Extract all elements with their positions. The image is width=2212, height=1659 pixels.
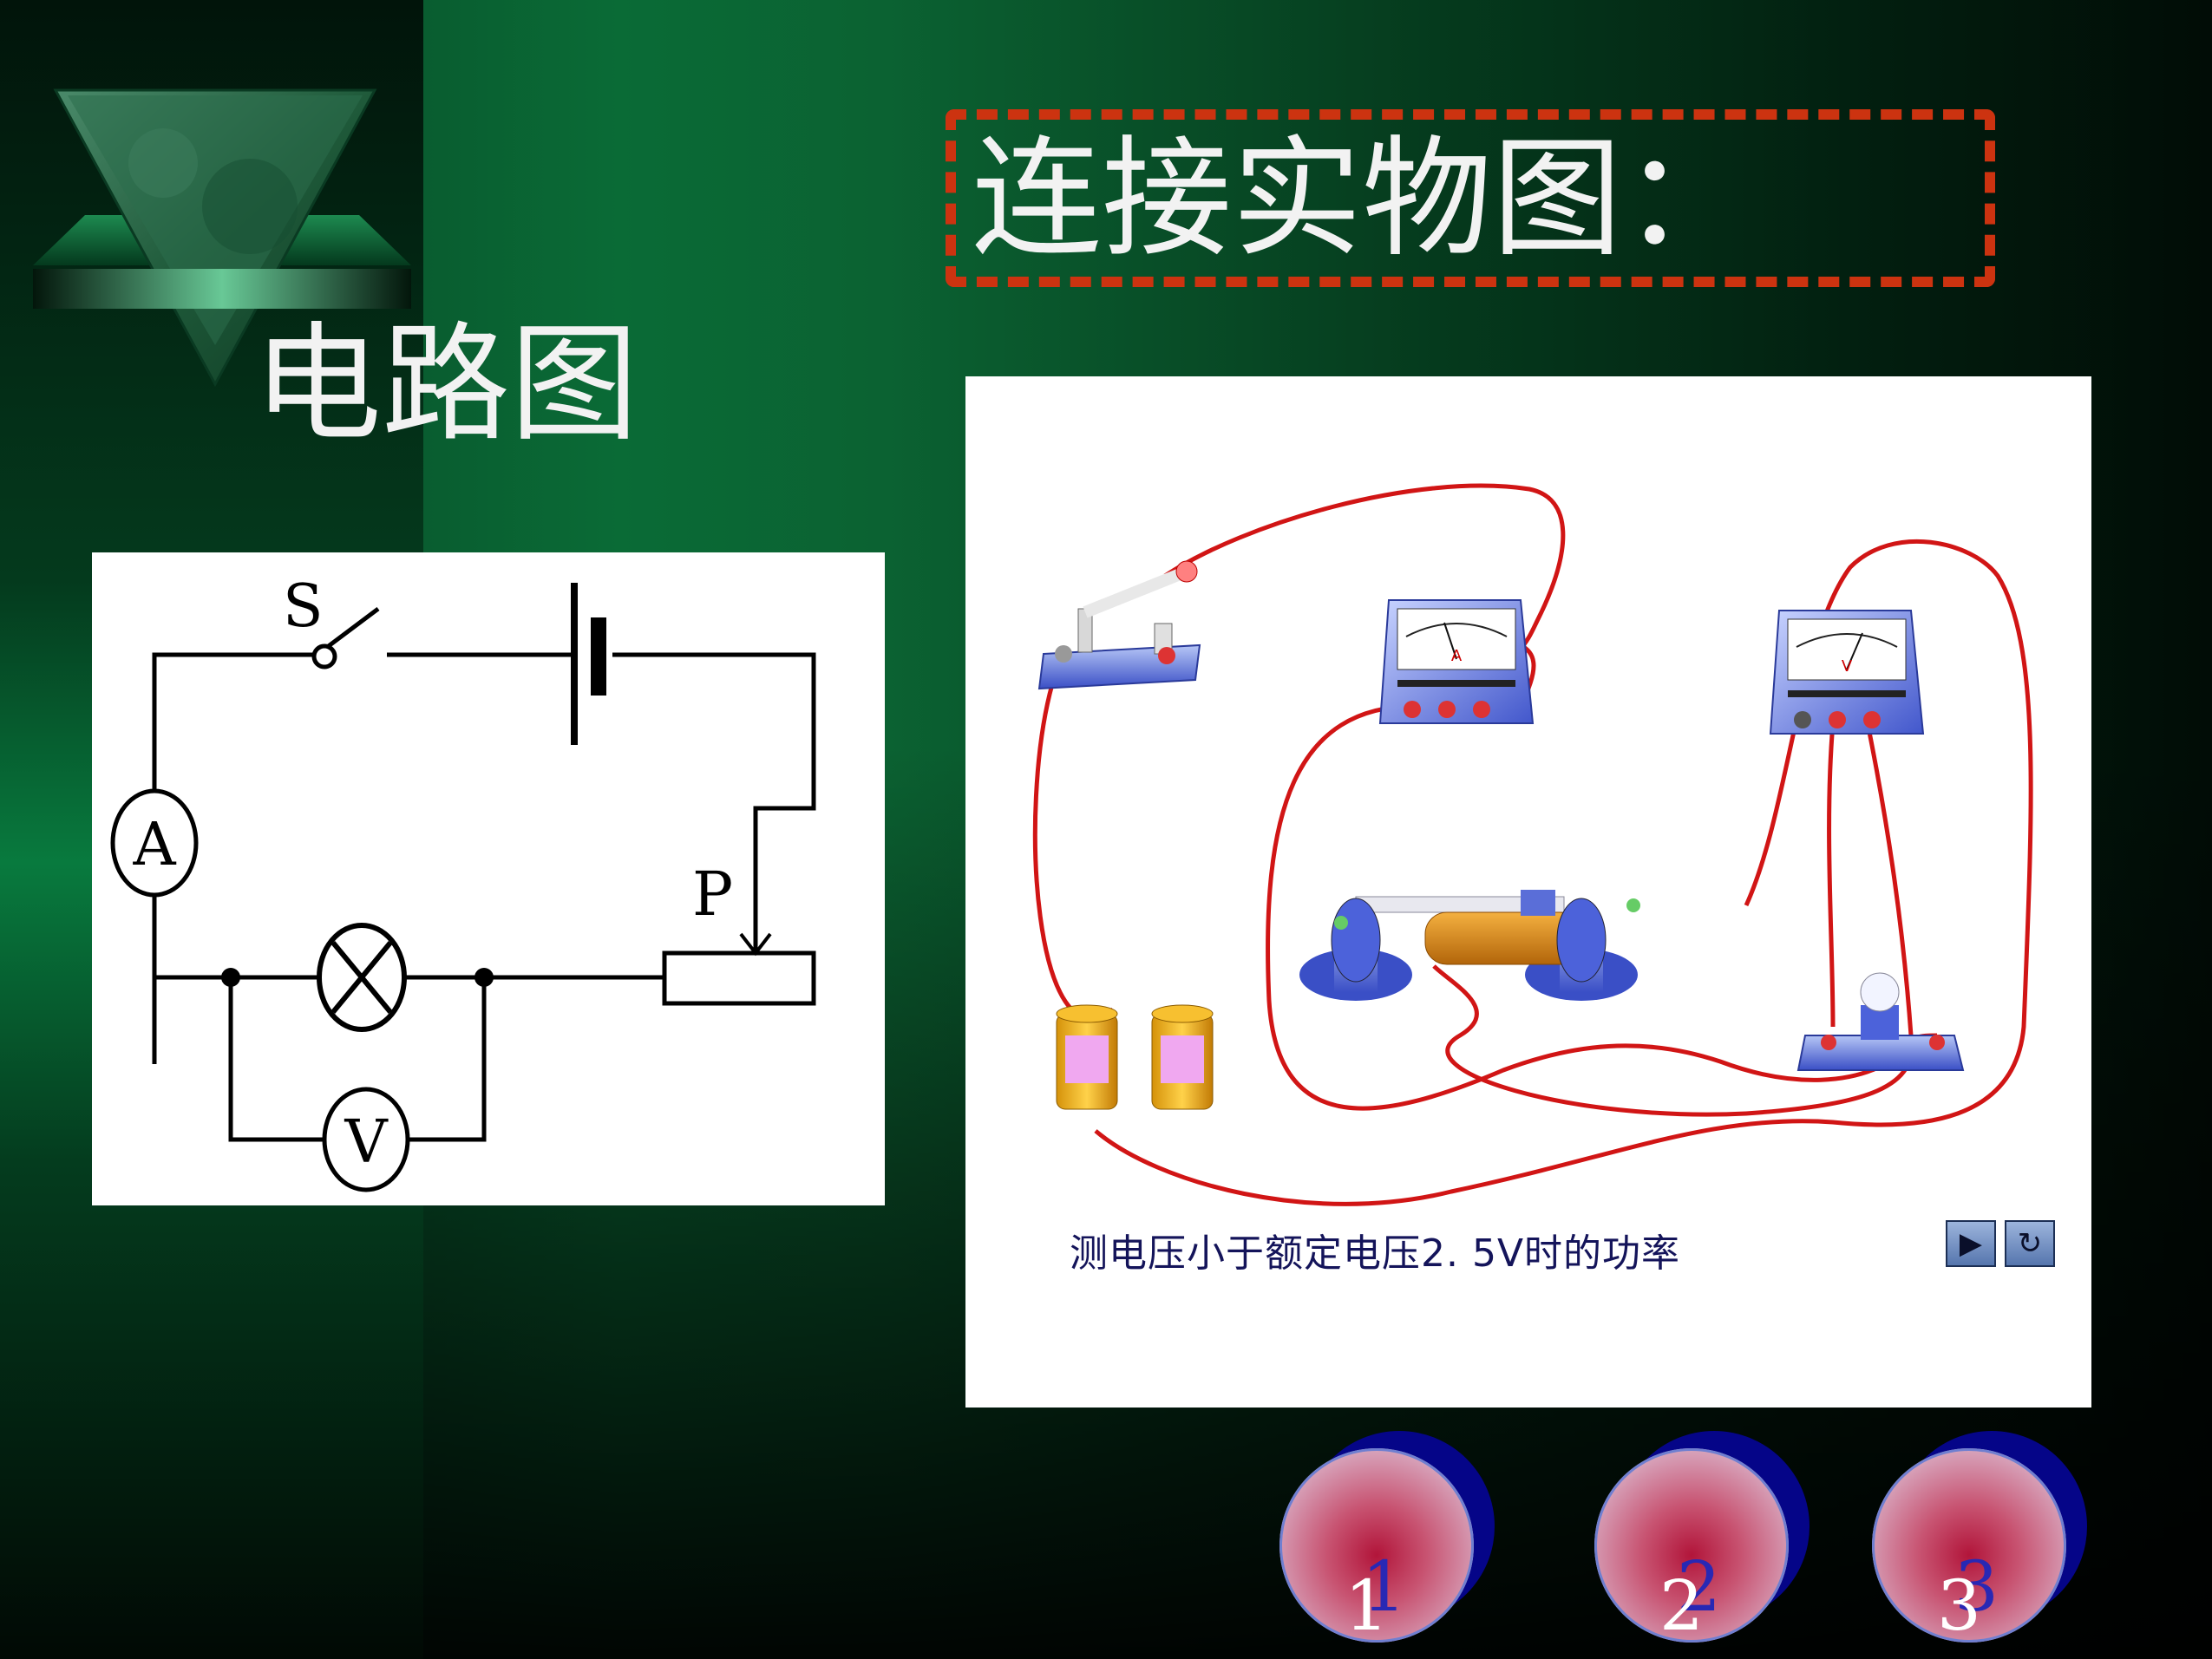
nav-button-2-label: 2 [1659,1565,1704,1646]
physical-circuit-illustration: A V [1032,483,2033,1206]
slide-title: 连接实物图： [972,124,1753,275]
voltmeter-face-label: V [1842,657,1853,676]
play-icon: ▶ [1959,1226,1983,1261]
simulation-caption: 测电压小于额定电压2. 5V时的功率 [1070,1231,1681,1276]
nav-button-2-label-shadow: 2 [1677,1546,1721,1627]
slider-arrow-icon [739,932,772,957]
triangle-logo-icon [33,88,411,388]
schematic-panel: A V S P [92,552,885,1205]
ammeter-face-label: A [1451,647,1463,665]
nav-button-1-label: 1 [1345,1565,1389,1646]
simulation-panel: A V [965,376,2091,1408]
replay-button[interactable]: ↻ [2005,1220,2055,1267]
replay-icon: ↻ [2017,1226,2043,1261]
slider-label: P [692,859,733,930]
play-button[interactable]: ▶ [1946,1220,1996,1267]
ammeter-symbol-icon [110,788,199,898]
schematic-wires [152,607,816,1142]
battery-pack-icon [1056,1004,1214,1110]
switch-label: S [283,572,324,641]
ammeter-label: A [132,811,176,879]
voltmeter-device-icon: V [1769,610,1925,735]
nav-button-1-label-shadow: 1 [1362,1546,1406,1627]
ammeter-device-icon: A [1378,599,1535,724]
rheostat-device-icon [1299,890,1640,1001]
circuit-schematic: A V S P [110,572,816,1192]
circuit-heading: 电路图 [253,310,638,459]
junction-dot [474,968,494,987]
title-dashed-frame [946,109,1995,287]
junction-dot [221,968,240,987]
nav-button-3-label-shadow: 3 [1954,1546,1999,1627]
nav-button-3-label: 3 [1937,1565,1981,1646]
nav-button-3[interactable]: 3 3 [1872,1431,2089,1656]
voltmeter-label: V [344,1108,389,1177]
lamp-device-icon [1796,972,1965,1071]
switch-pivot-icon [311,643,337,669]
voltmeter-symbol-icon [322,1087,410,1192]
knife-switch-icon [1037,560,1201,690]
nav-button-2[interactable]: 2 2 [1594,1431,1811,1656]
rheostat-symbol-icon [662,950,816,1006]
nav-button-1[interactable]: 1 1 [1279,1431,1496,1656]
